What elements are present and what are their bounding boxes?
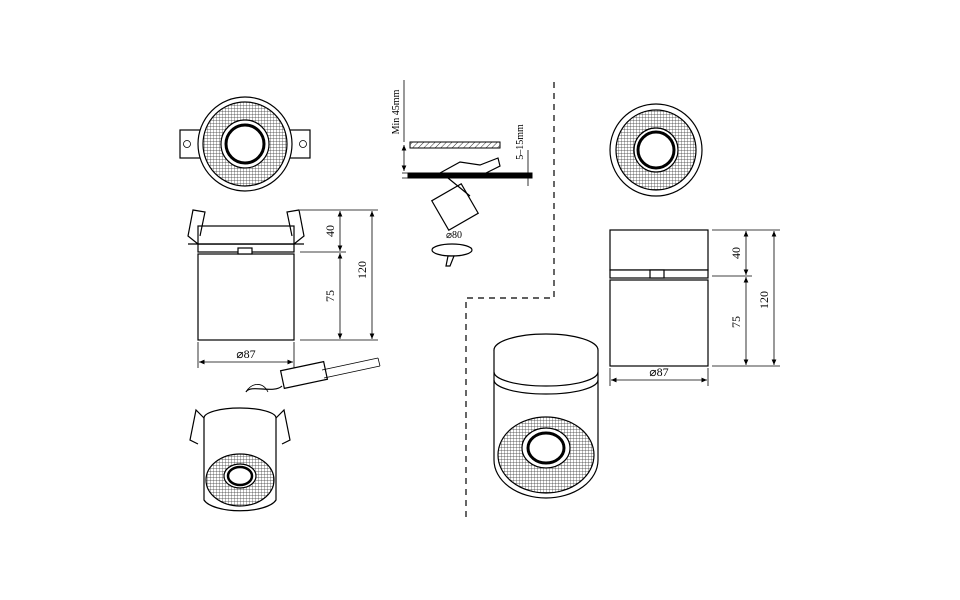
dim-recessed-diameter: ⌀87 xyxy=(236,347,255,361)
surface-top-view xyxy=(609,103,703,197)
dim-ceiling-thickness: 5–15mm xyxy=(515,124,526,160)
recessed-top-view xyxy=(179,96,311,192)
installation-section: Min 45mm 5–15mm ⌀80 xyxy=(391,80,533,267)
dim-surface-body: 75 xyxy=(729,316,743,328)
dim-recessed-total: 120 xyxy=(355,261,369,279)
dim-min-depth: Min 45mm xyxy=(391,89,402,134)
dim-cutout-diameter: ⌀80 xyxy=(446,230,462,241)
recessed-side-view: 40 75 120 ⌀87 xyxy=(187,209,378,368)
dim-surface-diameter: ⌀87 xyxy=(649,365,668,379)
dim-recessed-body: 75 xyxy=(323,290,337,302)
surface-side-view: 40 75 120 ⌀87 xyxy=(609,229,780,386)
dim-surface-top: 40 xyxy=(729,247,743,259)
recessed-perspective-view xyxy=(189,357,381,512)
dim-surface-total: 120 xyxy=(757,291,771,309)
surface-perspective-view xyxy=(493,333,599,499)
dim-recessed-top: 40 xyxy=(323,225,337,237)
